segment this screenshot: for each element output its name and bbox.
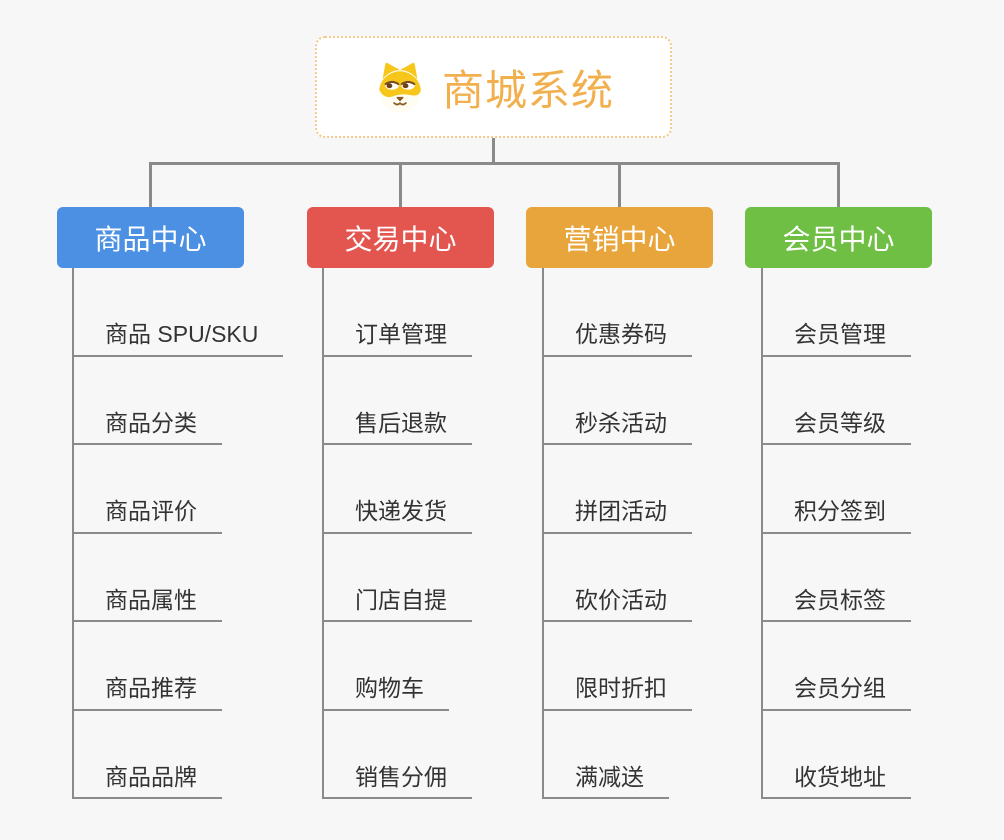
leaf-row: 订单管理 xyxy=(324,268,472,357)
leaf-row: 商品分类 xyxy=(74,357,283,445)
leaf-row: 商品 SPU/SKU xyxy=(74,268,284,357)
leaf-row: 限时折扣 xyxy=(544,622,692,711)
leaf-node[interactable]: 销售分佣 xyxy=(324,764,472,799)
leaf-node[interactable]: 购物车 xyxy=(324,675,449,711)
leaf-node[interactable]: 砍价活动 xyxy=(544,587,692,622)
branch-drop-connector xyxy=(399,164,402,207)
branch-drop-connector xyxy=(837,164,840,207)
leaf-row: 快递发货 xyxy=(324,445,472,534)
leaf-node[interactable]: 商品 SPU/SKU xyxy=(74,321,284,357)
leaf-node[interactable]: 积分签到 xyxy=(763,498,911,534)
leaf-node[interactable]: 限时折扣 xyxy=(544,675,692,711)
branch-items-column-product: 商品 SPU/SKU 商品分类 商品评价 商品属性 商品推荐 商品品牌 xyxy=(72,268,284,799)
branch-items-column-member: 会员管理 会员等级 积分签到 会员标签 会员分组 收货地址 xyxy=(761,268,911,799)
leaf-node[interactable]: 快递发货 xyxy=(324,498,472,534)
leaf-row: 门店自提 xyxy=(324,534,472,622)
branch-drop-connector xyxy=(618,164,621,207)
branch-node-member-center[interactable]: 会员中心 xyxy=(745,207,932,268)
leaf-node[interactable]: 拼团活动 xyxy=(544,498,692,534)
root-title: 商城系统 xyxy=(441,66,614,114)
leaf-node[interactable]: 售后退款 xyxy=(324,410,472,445)
leaf-row: 会员分组 xyxy=(763,622,911,711)
leaf-row: 会员等级 xyxy=(763,357,911,445)
branch-items-column-marketing: 优惠券码 秒杀活动 拼团活动 砍价活动 限时折扣 满减送 xyxy=(542,268,692,799)
leaf-node[interactable]: 商品品牌 xyxy=(74,764,222,799)
leaf-row: 满减送 xyxy=(544,711,692,799)
branch-node-product-center[interactable]: 商品中心 xyxy=(57,207,244,268)
branch-node-marketing-center[interactable]: 营销中心 xyxy=(526,207,713,268)
branch-drop-connector xyxy=(149,164,152,207)
leaf-row: 优惠券码 xyxy=(544,268,692,357)
leaf-row: 商品品牌 xyxy=(74,711,283,799)
leaf-row: 购物车 xyxy=(324,622,472,711)
leaf-row: 收货地址 xyxy=(763,711,911,799)
leaf-row: 会员标签 xyxy=(763,534,911,622)
leaf-row: 拼团活动 xyxy=(544,445,692,534)
root-stem-connector xyxy=(492,138,495,164)
leaf-row: 商品评价 xyxy=(74,445,283,534)
leaf-row: 商品属性 xyxy=(74,534,283,622)
leaf-node[interactable]: 商品推荐 xyxy=(74,675,222,711)
leaf-row: 商品推荐 xyxy=(74,622,283,711)
root-node[interactable]: 商城系统 xyxy=(315,36,672,138)
leaf-row: 会员管理 xyxy=(763,268,911,357)
leaf-node[interactable]: 会员分组 xyxy=(763,675,911,711)
branch-horizontal-connector xyxy=(149,162,840,165)
leaf-row: 秒杀活动 xyxy=(544,357,692,445)
leaf-row: 积分签到 xyxy=(763,445,911,534)
leaf-node[interactable]: 商品分类 xyxy=(74,410,222,445)
branch-node-trade-center[interactable]: 交易中心 xyxy=(307,207,494,268)
leaf-node[interactable]: 会员等级 xyxy=(763,410,911,445)
leaf-node[interactable]: 会员标签 xyxy=(763,587,911,622)
leaf-node[interactable]: 门店自提 xyxy=(324,587,472,622)
leaf-node[interactable]: 订单管理 xyxy=(324,321,472,357)
leaf-node[interactable]: 商品属性 xyxy=(74,587,222,622)
leaf-row: 售后退款 xyxy=(324,357,472,445)
branch-items-column-trade: 订单管理 售后退款 快递发货 门店自提 购物车 销售分佣 xyxy=(322,268,472,799)
leaf-node[interactable]: 优惠券码 xyxy=(544,321,692,357)
leaf-node[interactable]: 满减送 xyxy=(544,764,669,799)
leaf-row: 销售分佣 xyxy=(324,711,472,799)
dog-face-icon xyxy=(378,62,422,113)
leaf-row: 砍价活动 xyxy=(544,534,692,622)
leaf-node[interactable]: 收货地址 xyxy=(763,764,911,799)
leaf-node[interactable]: 商品评价 xyxy=(74,498,222,534)
leaf-node[interactable]: 会员管理 xyxy=(763,321,911,357)
leaf-node[interactable]: 秒杀活动 xyxy=(544,410,692,445)
